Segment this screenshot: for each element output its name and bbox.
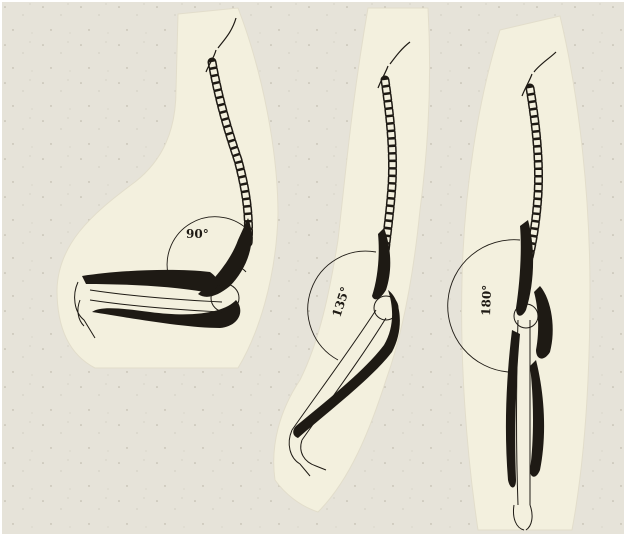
angle-label-180: 180° bbox=[479, 285, 494, 317]
angle-label-90: 90° bbox=[186, 227, 209, 241]
